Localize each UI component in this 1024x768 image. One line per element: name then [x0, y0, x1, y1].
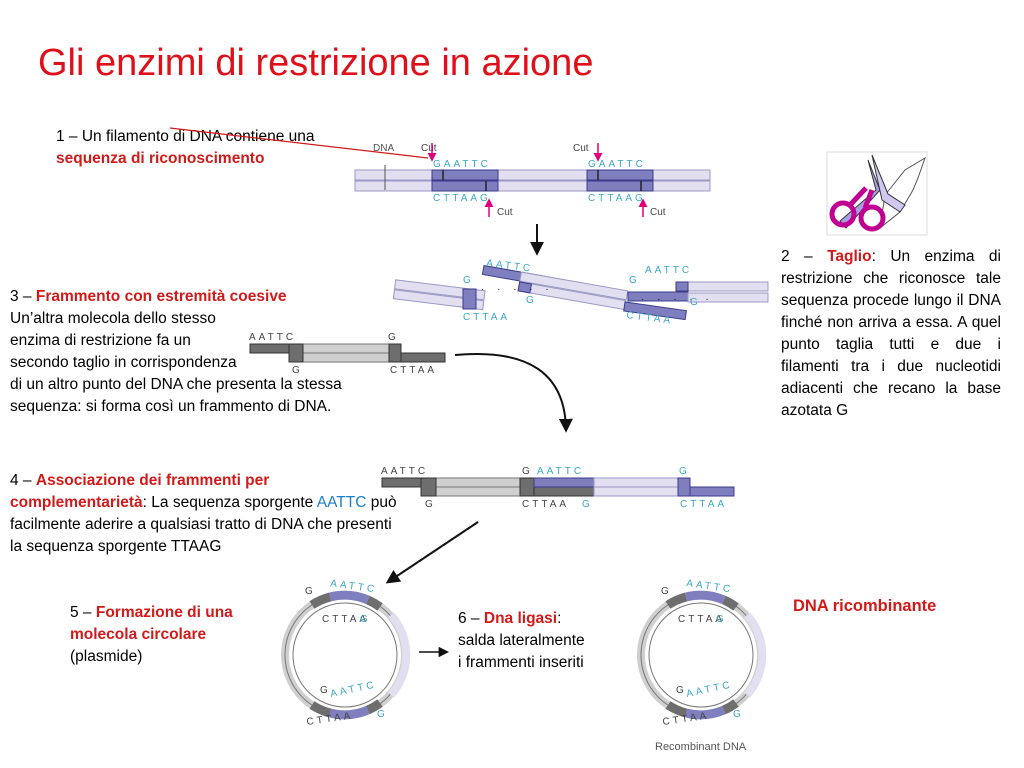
- arrow-curve-icon: [454, 353, 573, 433]
- g-5d: G: [377, 709, 388, 720]
- step4-body1: : La sequenza sporgente: [142, 494, 314, 511]
- seq-aattc-4b: AATTC: [537, 466, 584, 477]
- g-4b: G: [679, 466, 690, 477]
- seq-cttaa-6b: CTTAA: [662, 711, 710, 728]
- step3-highlight: Frammento con estremità coesive: [35, 288, 287, 305]
- step6-text: 6 – Dna ligasi: salda lateralmente i fra…: [458, 608, 628, 674]
- seq-top-1: GAATTC: [433, 159, 491, 170]
- step3-line2: enzima di restrizione fa un: [10, 332, 191, 349]
- g-4d: G: [582, 499, 593, 510]
- step2-body: : Un enzima di restrizione che riconosce…: [781, 248, 1001, 419]
- step5-text: 5 – Formazione di una molecola circolare…: [70, 602, 270, 668]
- seq-bottom-2: CTTAAG: [588, 193, 646, 204]
- fragment-step3: [249, 343, 446, 363]
- step6-highlight: Dna ligasi: [483, 610, 558, 627]
- cut-label-4: Cut: [650, 207, 666, 218]
- step3-prefix: 3 –: [10, 288, 32, 305]
- step2-highlight: Taglio: [827, 248, 872, 265]
- step6-colon: :: [557, 610, 562, 627]
- dna-label: DNA: [373, 143, 394, 154]
- g-6d: G: [733, 709, 744, 720]
- step6-line2: i frammenti inseriti: [458, 654, 584, 671]
- step3-text: 3 – Frammento con estremità coesive Un’a…: [10, 286, 380, 418]
- g-2a: G: [463, 275, 474, 286]
- step5-body: (plasmide): [70, 648, 143, 665]
- dna-ricombinante-label: DNA ricombinante: [793, 597, 937, 615]
- recombinant-dna-caption: Recombinant DNA: [655, 741, 747, 753]
- seq-aattc-4a: AATTC: [381, 466, 428, 477]
- seq-cttaa-2a: CTTAA: [463, 312, 510, 323]
- seq-cttaa-4a: CTTAA: [522, 499, 569, 510]
- scissors-icon: [826, 151, 928, 236]
- arrow-diagonal-icon: [385, 521, 479, 584]
- g-5c: G: [320, 685, 331, 696]
- dna-strand-step1: [354, 165, 711, 192]
- step2-prefix: 2 –: [781, 248, 813, 265]
- svg-text:· · · · ·: · · · · ·: [481, 284, 554, 295]
- step1-highlight: sequenza di riconoscimento: [56, 150, 265, 167]
- dna-cut-step2: · · · · · · · · · ·: [392, 264, 769, 321]
- g-5b: G: [360, 614, 371, 625]
- seq-cttaa-6a: CTTAA: [678, 614, 725, 625]
- step3-line3: secondo taglio in corrispondenza: [10, 354, 237, 371]
- step4-seq: AATTC: [316, 494, 367, 511]
- g-3b: G: [292, 365, 303, 376]
- plasmid-circle-1: [281, 590, 411, 720]
- g-4a: G: [522, 466, 533, 477]
- step2-text: 2 – Taglio: Un enzima di restrizione che…: [781, 246, 1001, 422]
- g-6c: G: [676, 685, 687, 696]
- step1-prefix: 1 – Un filamento di DNA contiene una: [56, 128, 315, 145]
- seq-cttaa-3: CTTAA: [390, 365, 437, 376]
- step4-text: 4 – Associazione dei frammenti per compl…: [10, 470, 400, 558]
- svg-text:· · · · ·: · · · · ·: [641, 294, 714, 305]
- step5-prefix: 5 –: [70, 604, 92, 621]
- g-5a: G: [305, 586, 316, 597]
- step6-prefix: 6 –: [458, 610, 480, 627]
- cut-label-3: Cut: [497, 207, 513, 218]
- g-6b: G: [716, 614, 727, 625]
- step4-prefix: 4 –: [10, 472, 32, 489]
- seq-aattc-3: AATTC: [249, 332, 296, 343]
- step1-text: 1 – Un filamento di DNA contiene una seq…: [56, 126, 376, 170]
- g-2c: G: [629, 275, 640, 286]
- seq-cttaa-5b: CTTAA: [306, 711, 354, 728]
- cut-label-2: Cut: [573, 143, 589, 154]
- step3-line4: di un altro punto del DNA che presenta l…: [10, 376, 342, 415]
- g-3a: G: [388, 332, 399, 343]
- seq-aattc-5b: AATTC: [329, 679, 377, 700]
- step3-line1: Un’altra molecola dello stesso: [10, 310, 216, 327]
- step5-highlight: Formazione di una molecola circolare: [70, 604, 233, 643]
- g-2b: G: [526, 295, 537, 306]
- g-2d: G: [690, 297, 701, 308]
- step4-body2: può facilmente aderire a qualsiasi tratt…: [10, 494, 397, 555]
- step6-line1: salda lateralmente: [458, 632, 585, 649]
- seq-aattc-6b: AATTC: [685, 679, 733, 700]
- fragments-step4: [381, 477, 735, 497]
- seq-cttaa-5a: CTTAA: [322, 614, 369, 625]
- plasmid-circle-2: [637, 590, 767, 720]
- page-title: Gli enzimi di restrizione in azione: [38, 42, 594, 84]
- seq-aattc-2b: AATTC: [645, 265, 692, 276]
- pointer-line: [169, 127, 429, 159]
- step4-highlight: Associazione dei frammenti per complemen…: [10, 472, 270, 511]
- g-6a: G: [661, 586, 672, 597]
- seq-top-2: GAATTC: [588, 159, 646, 170]
- g-4c: G: [425, 499, 436, 510]
- seq-bottom-1: CTTAAG: [433, 193, 491, 204]
- seq-cttaa-4b: CTTAA: [680, 499, 727, 510]
- cut-label-1: Cut: [421, 143, 437, 154]
